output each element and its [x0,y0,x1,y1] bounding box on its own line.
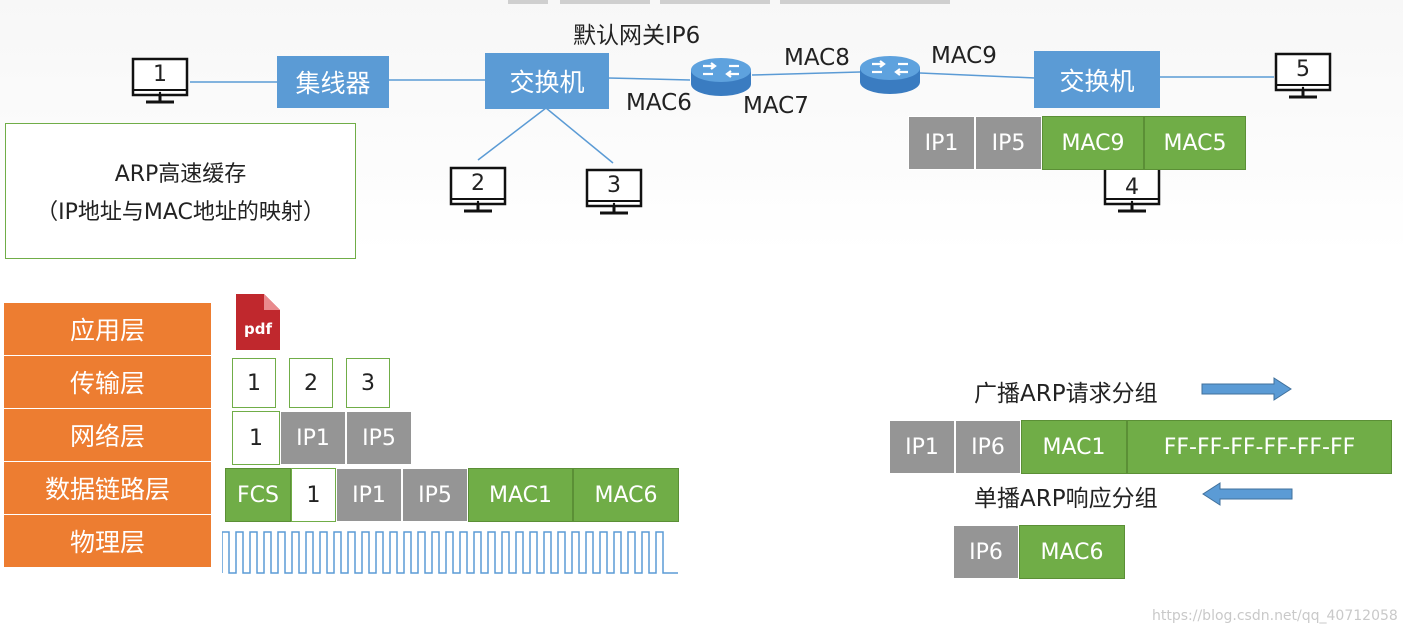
host-4[interactable]: 4 [1102,166,1162,216]
pdf-icon-label: pdf [243,320,272,338]
frame-top-mac5: MAC5 [1144,116,1246,170]
arp-reply-ip6: IP6 [953,525,1019,579]
switch-2[interactable]: 交换机 [1034,51,1160,108]
host-3[interactable]: 3 [584,168,644,218]
frame-top-ip5: IP5 [975,116,1042,170]
arp-cache-title: ARP高速缓存 [114,162,247,187]
mac6-label: MAC6 [626,90,692,116]
mac9-label: MAC9 [931,43,997,69]
host-number: 2 [471,170,485,196]
packet-ip5: IP5 [346,411,412,465]
router-1[interactable] [689,54,753,100]
arp-request-ip6: IP6 [955,420,1021,474]
top-bar-fragment [508,0,548,4]
gateway-label: 默认网关IP6 [573,23,701,49]
host-1[interactable]: 1 [130,57,190,107]
link-switch1-router1 [607,77,691,81]
monitor-icon [1274,52,1332,99]
frame-top: IP1 IP5 MAC9 MAC5 [908,116,1246,170]
host-number: 1 [153,61,167,87]
link-switch1-host2 [477,107,547,161]
top-bar-fragment [560,0,650,4]
arp-reply-packet: IP6 MAC6 [953,525,1125,579]
mac8-label: MAC8 [784,45,850,71]
arrow-right-icon [1201,377,1292,401]
frame-data: 1 [291,468,336,522]
layer-transport: 传输层 [3,355,212,409]
host-2[interactable]: 2 [448,166,508,216]
top-bar-fragment [780,0,950,4]
link-frame: FCS 1 IP1 IP5 MAC1 MAC6 [225,468,679,522]
frame-top-mac9: MAC9 [1042,116,1144,170]
watermark: https://blog.csdn.net/qq_40712058 [1152,608,1398,624]
packet-ip1: IP1 [280,411,346,465]
router-icon [691,58,751,96]
physical-signal [222,531,678,574]
pdf-file[interactable]: pdf [232,290,282,354]
network-packet: 1 IP1 IP5 [232,411,412,465]
monitor-icon [131,57,189,104]
arp-request-mac1: MAC1 [1021,420,1127,474]
layer-application: 应用层 [3,302,212,356]
pdf-file-icon [236,294,280,350]
frame-mac1: MAC1 [468,468,573,522]
layer-data-link: 数据链路层 [3,461,212,515]
link-switch1-host3 [545,107,614,164]
frame-ip5: IP5 [402,468,468,522]
monitor-icon [585,168,643,215]
unicast-label: 单播ARP响应分组 [974,486,1158,512]
link-router2-switch2 [919,72,1036,79]
frame-ip1: IP1 [336,468,402,522]
frame-top-ip1: IP1 [908,116,975,170]
host-number: 3 [607,172,621,198]
frame-fcs: FCS [225,468,291,522]
switch-1[interactable]: 交换机 [485,53,609,109]
segment-3: 3 [346,358,390,408]
arp-request-packet: IP1 IP6 MAC1 FF-FF-FF-FF-FF-FF [889,420,1392,474]
router-icon [860,56,920,94]
hub[interactable]: 集线器 [277,56,389,108]
arp-cache-box: ARP高速缓存 （IP地址与MAC地址的映射） [5,123,356,259]
arrow-left-icon [1202,482,1293,506]
arp-request-broadcast-mac: FF-FF-FF-FF-FF-FF [1127,420,1392,474]
mac7-label: MAC7 [743,93,809,119]
segment-1: 1 [232,358,276,408]
packet-data: 1 [232,411,280,465]
arp-reply-mac6: MAC6 [1019,525,1125,579]
host-number: 5 [1296,56,1310,82]
link-router1-router2 [751,71,861,76]
frame-mac6: MAC6 [573,468,679,522]
layer-network: 网络层 [3,408,212,462]
router-2[interactable] [858,52,922,98]
host-number: 4 [1125,174,1139,200]
broadcast-label: 广播ARP请求分组 [974,381,1158,407]
layer-physical: 物理层 [3,514,212,568]
monitor-icon [1103,166,1161,213]
host-5[interactable]: 5 [1273,52,1333,102]
monitor-icon [449,166,507,213]
segment-2: 2 [289,358,333,408]
arp-cache-subtitle: （IP地址与MAC地址的映射） [36,200,325,225]
top-bar-fragment [660,0,770,4]
arp-request-ip1: IP1 [889,420,955,474]
